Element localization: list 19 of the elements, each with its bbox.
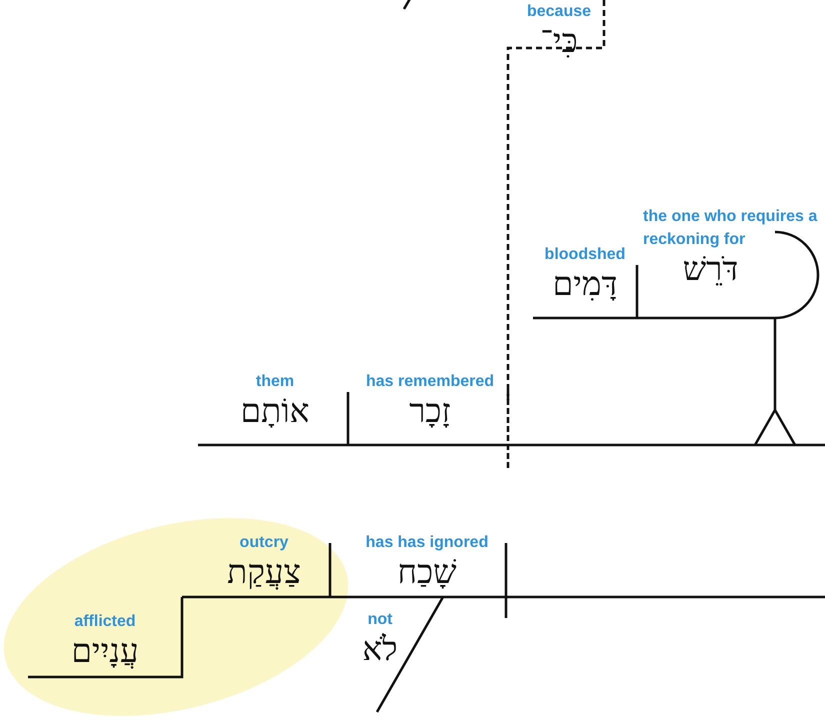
hebrew-word: צַעֲקַת [226, 554, 302, 592]
english-gloss: has has ignored [364, 533, 490, 553]
english-gloss: has remembered [364, 372, 496, 392]
hebrew-word: זָכָר [408, 393, 452, 431]
english-gloss: afflicted [73, 612, 137, 632]
dashed-connector [506, 0, 606, 400]
hebrew-word: דֹּרֵשׁ [682, 251, 740, 289]
english-gloss: not [366, 610, 394, 630]
english-gloss: because [526, 2, 592, 22]
english-gloss: outcry [238, 533, 290, 553]
english-gloss: them [254, 372, 296, 392]
hebrew-word: אוֹתָם [240, 393, 310, 431]
hebrew-word: דָּמִים [552, 266, 618, 304]
hebrew-word: שָׁכַח [396, 554, 458, 592]
english-gloss: bloodshed [544, 245, 626, 265]
english-gloss: the one who requires a reckoning for [643, 207, 818, 250]
hebrew-word: כִּי־ [539, 23, 579, 61]
hebrew-word: עֲנָיִים [70, 633, 140, 671]
hebrew-word: לֹא [361, 631, 399, 669]
